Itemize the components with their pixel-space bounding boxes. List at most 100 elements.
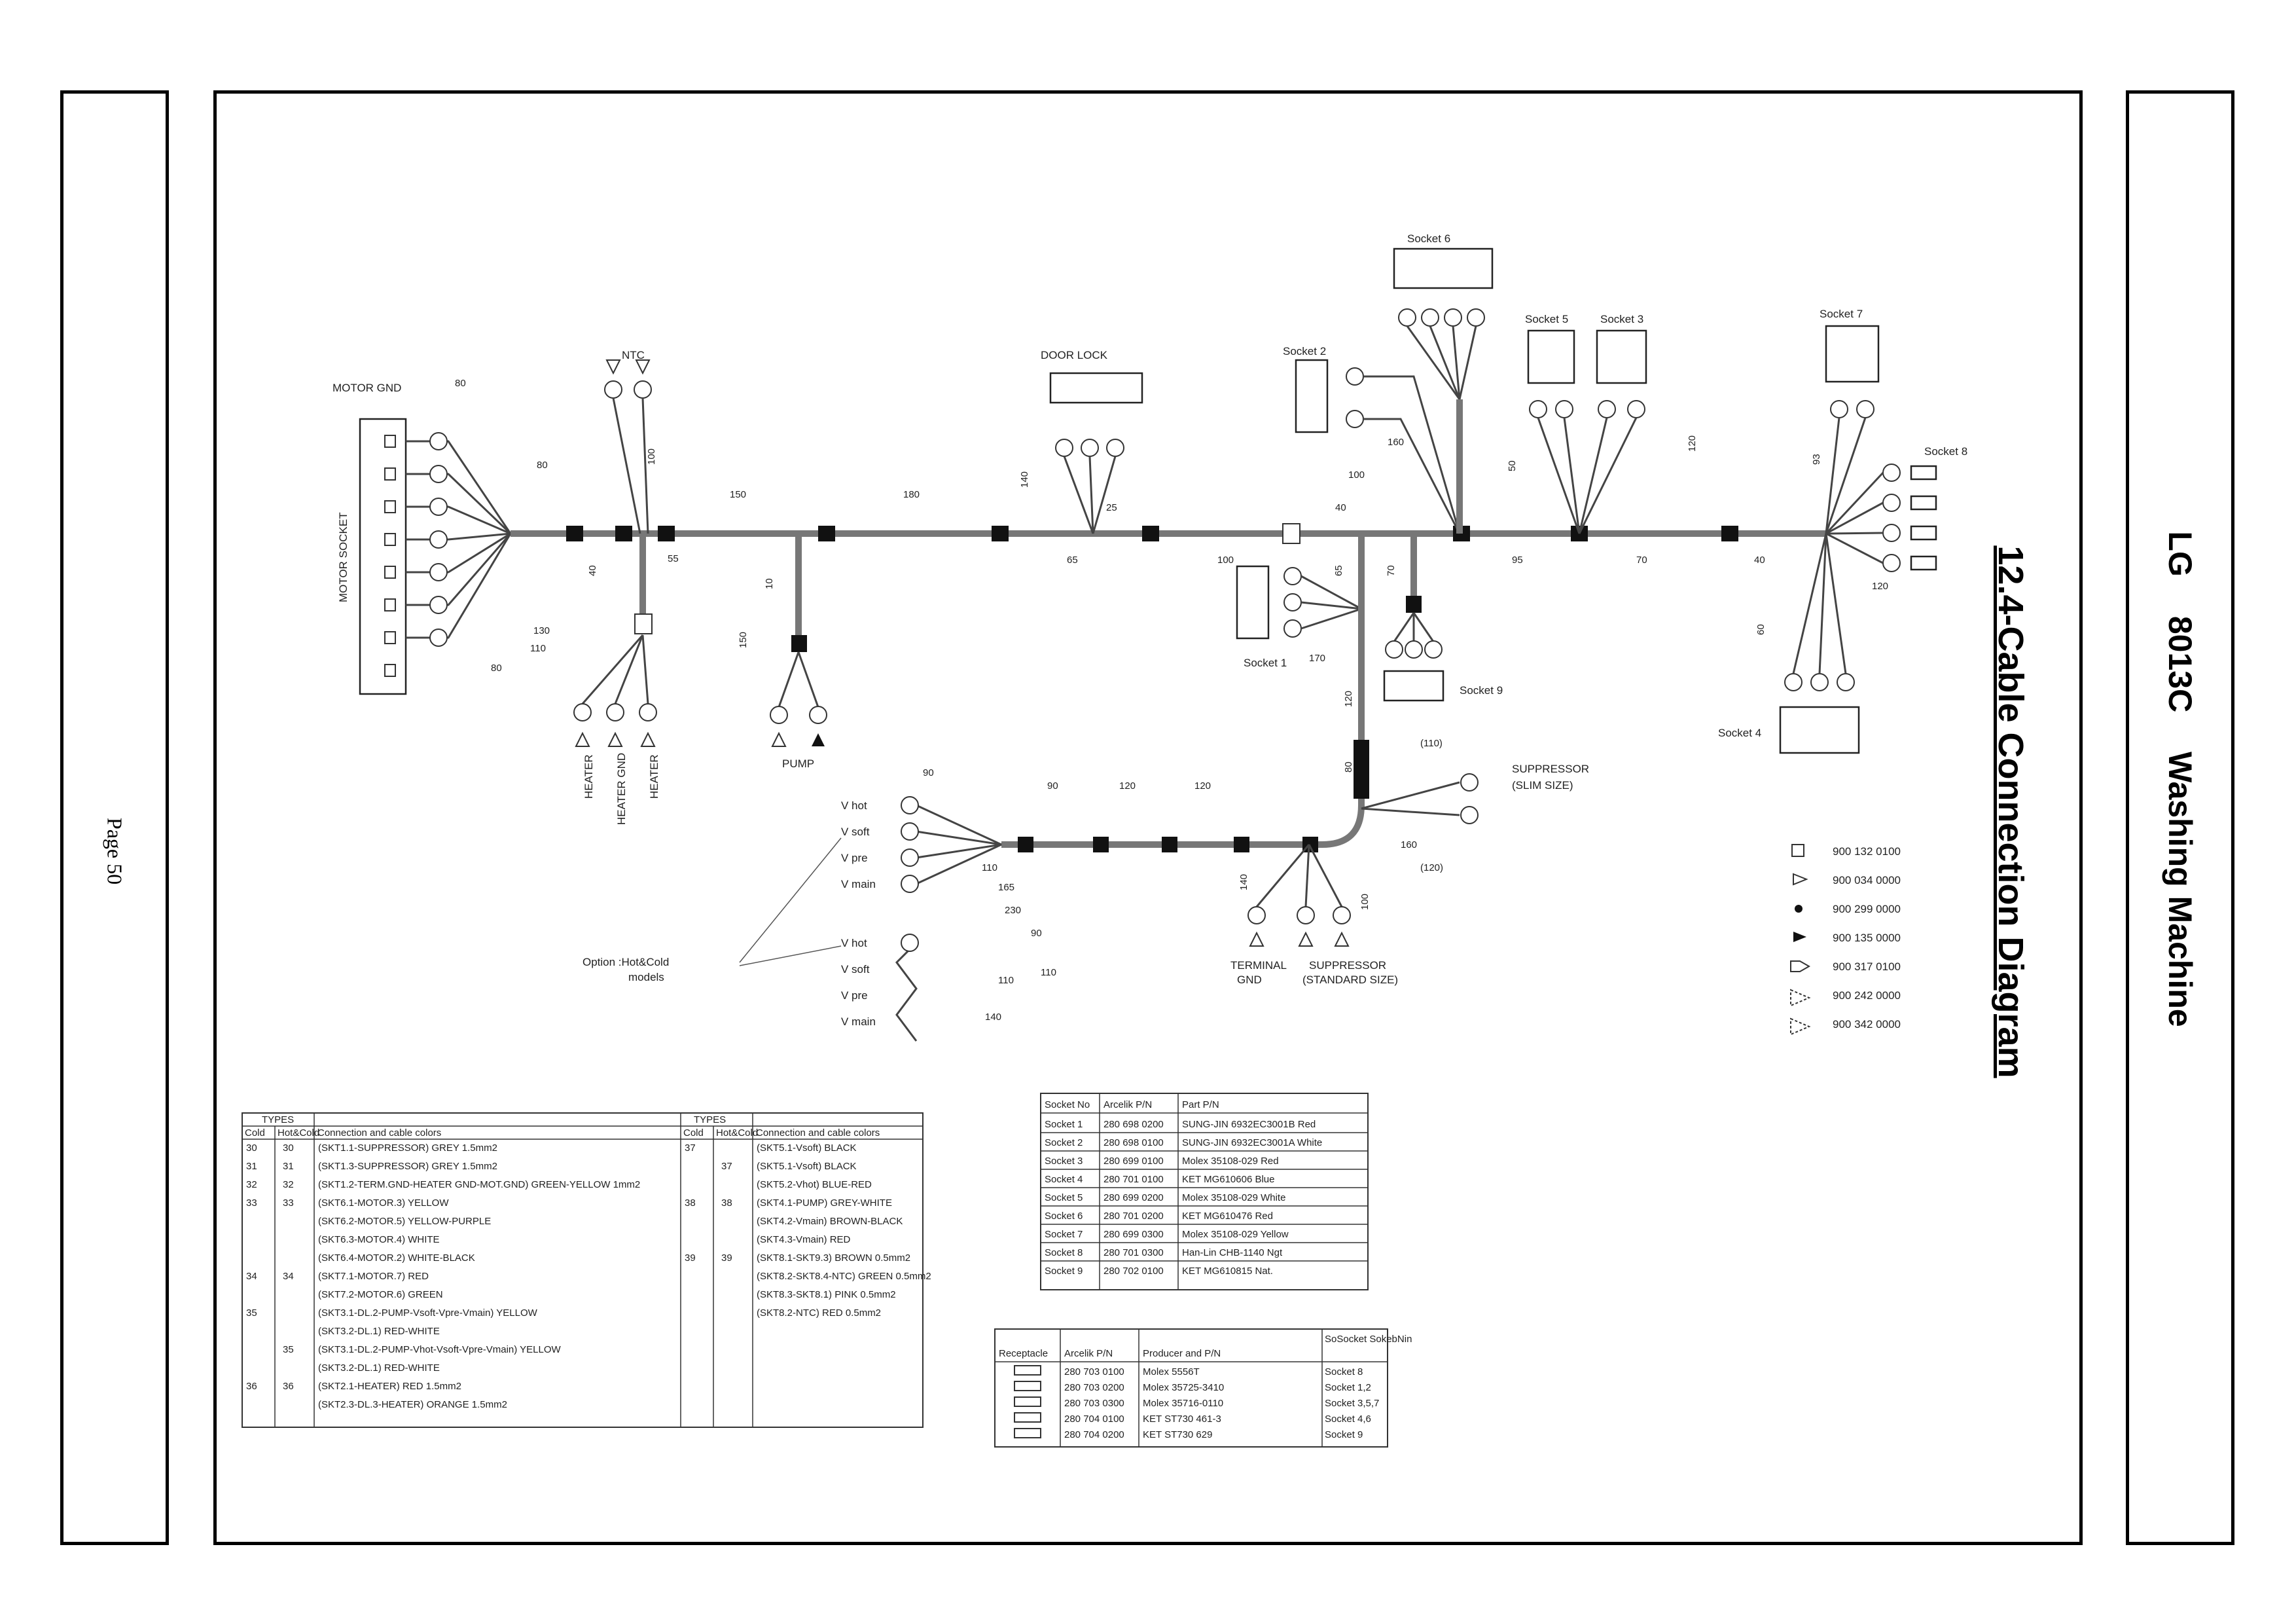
types-cell-cold: 33 (246, 1197, 257, 1209)
socket-cell-part: Molex 35108-029 White (1182, 1192, 1285, 1203)
dimension-labels: 80 80 100 150 180 140 25 65 100 40 100 1… (455, 378, 1888, 1023)
types-cell-connection: (SKT8.1-SKT9.3) BROWN 0.5mm2 (757, 1252, 910, 1264)
socket4-label: Socket 4 (1718, 727, 1761, 739)
motor-wire-markers (429, 432, 448, 647)
receptacle-table: Receptacle Arcelik P/N Producer and P/N … (994, 1328, 1412, 1448)
legend-square-icon (1791, 844, 1804, 857)
door-lock-label: DOOR LOCK (1041, 349, 1108, 361)
svg-text:SoSocket SokebNin: SoSocket SokebNin (1325, 1334, 1412, 1345)
receptacle-cell-producer: Molex 35725-3410 (1143, 1382, 1224, 1393)
receptacle-cell-producer: KET ST730 629 (1143, 1429, 1212, 1440)
socket-cell-arcelik: 280 701 0300 (1103, 1247, 1164, 1258)
receptacle-cell-socket: Socket 4,6 (1325, 1413, 1371, 1425)
heater-terminals (573, 703, 657, 747)
heater-label-2: HEATER (648, 754, 660, 799)
svg-text:100: 100 (1348, 469, 1365, 481)
socket8-label: Socket 8 (1924, 445, 1967, 458)
cable-schematic: MOTOR GND MOTOR SOCKET (242, 232, 1967, 1448)
socket-cell-no: Socket 1 (1045, 1119, 1083, 1130)
socket3 (1596, 329, 1647, 384)
brand-name: LG (2162, 531, 2198, 577)
socket-cell-part: SUNG-JIN 6932EC3001B Red (1182, 1119, 1316, 1130)
svg-text:90: 90 (1031, 928, 1042, 939)
svg-text:150: 150 (730, 489, 746, 500)
types-cell-connection: (SKT5.1-Vsoft) BLACK (757, 1161, 857, 1172)
svg-text:120: 120 (1687, 435, 1698, 452)
svg-text:TYPES: TYPES (694, 1114, 726, 1125)
svg-text:Part P/N: Part P/N (1182, 1099, 1219, 1110)
types-cell-connection: (SKT5.2-Vhot) BLUE-RED (757, 1179, 872, 1190)
terminal-gnd-label: TERMINAL (1230, 959, 1287, 972)
socket-table-rows: Socket 1 280 698 0200 SUNG-JIN 6932EC3001B… (1041, 1119, 1368, 1277)
svg-text:25: 25 (1106, 502, 1117, 513)
motor-socket-label: MOTOR SOCKET (337, 512, 350, 602)
types-cell-cold: 37 (685, 1142, 696, 1154)
types-cell-connection: (SKT3.2-DL.1) RED-WHITE (318, 1362, 440, 1374)
socket1 (1236, 565, 1270, 640)
socket-cell-arcelik: 280 699 0300 (1103, 1229, 1164, 1240)
socket-cell-no: Socket 6 (1045, 1211, 1083, 1222)
receptacle-cell-producer: KET ST730 461-3 (1143, 1413, 1221, 1425)
svg-text:140: 140 (1238, 874, 1249, 890)
types-cell-hotcold: 31 (283, 1161, 294, 1172)
types-cell-connection: (SKT4.1-PUMP) GREY-WHITE (757, 1197, 892, 1209)
svg-text:170: 170 (1309, 653, 1325, 664)
svg-text:Producer and P/N: Producer and P/N (1143, 1348, 1221, 1359)
svg-text:110: 110 (998, 975, 1014, 986)
svg-text:80: 80 (491, 663, 502, 674)
socket-cell-part: KET MG610476 Red (1182, 1211, 1273, 1222)
types-cell-connection: (SKT7.2-MOTOR.6) GREEN (318, 1289, 443, 1300)
legend-dot-icon (1795, 905, 1803, 913)
svg-text:120: 120 (1872, 581, 1888, 592)
svg-text:Arcelik P/N: Arcelik P/N (1103, 1099, 1152, 1110)
svg-text:100: 100 (1359, 894, 1371, 910)
socket3-label: Socket 3 (1600, 313, 1643, 325)
svg-text:120: 120 (1119, 780, 1136, 792)
svg-text:900 132 0100: 900 132 0100 (1833, 845, 1901, 858)
receptacle-cell-socket: Socket 9 (1325, 1429, 1363, 1440)
legend-dashed-triangle-2-icon (1790, 1017, 1811, 1036)
socket-cell-part: SUNG-JIN 6932EC3001A White (1182, 1137, 1322, 1148)
svg-text:140: 140 (1019, 471, 1030, 488)
svg-text:140: 140 (985, 1012, 1001, 1023)
valve-bottom-hot: V hot (841, 937, 867, 949)
svg-text:160: 160 (1401, 839, 1417, 850)
receptacle-crossed-icon (1014, 1381, 1041, 1391)
socket-cell-no: Socket 2 (1045, 1137, 1083, 1148)
socket9 (1383, 670, 1444, 702)
types-cell-cold: 30 (246, 1142, 257, 1154)
receptacle-cell-producer: Molex 5556T (1143, 1366, 1200, 1377)
svg-text:95: 95 (1512, 555, 1523, 566)
socket7-label: Socket 7 (1820, 308, 1863, 320)
svg-text:Arcelik P/N: Arcelik P/N (1064, 1348, 1113, 1359)
types-cell-connection: (SKT6.3-MOTOR.4) WHITE (318, 1234, 440, 1245)
types-cell-hotcold: 38 (721, 1197, 732, 1209)
svg-text:100: 100 (646, 448, 657, 465)
receptacle-cell-arcelik: 280 703 0300 (1064, 1398, 1124, 1409)
socket6 (1393, 247, 1494, 289)
types-cell-cold: 38 (685, 1197, 696, 1209)
types-cell-connection: (SKT1.2-TERM.GND-HEATER GND-MOT.GND) GRE… (318, 1179, 640, 1190)
receptacle-arrow-icon (1014, 1428, 1041, 1438)
socket-cell-no: Socket 4 (1045, 1174, 1083, 1185)
types-cell-cold: 31 (246, 1161, 257, 1172)
svg-text:65: 65 (1067, 555, 1078, 566)
svg-text:80: 80 (455, 378, 466, 389)
svg-text:Cold: Cold (245, 1127, 265, 1139)
types-cell-connection: (SKT3.2-DL.1) RED-WHITE (318, 1326, 440, 1337)
receptacle-flat-icon (1014, 1412, 1041, 1423)
receptacle-cell-socket: Socket 8 (1325, 1366, 1363, 1377)
svg-text:40: 40 (1754, 555, 1765, 566)
svg-text:65: 65 (1333, 565, 1344, 576)
types-cell-connection: (SKT5.1-Vsoft) BLACK (757, 1142, 857, 1154)
svg-text:900 242 0000: 900 242 0000 (1833, 989, 1901, 1002)
types-cell-connection: (SKT1.3-SUPPRESSOR) GREY 1.5mm2 (318, 1161, 497, 1172)
terminal-gnd-label-2: GND (1237, 974, 1262, 986)
socket-cell-arcelik: 280 698 0200 (1103, 1119, 1164, 1130)
socket5 (1527, 329, 1575, 384)
types-cell-connection: (SKT6.4-MOTOR.2) WHITE-BLACK (318, 1252, 475, 1264)
socket7 (1825, 325, 1880, 383)
diagram-title: 12.4-Cable Connection Diagram (1991, 545, 2030, 1078)
right-title-strip (2126, 90, 2234, 1545)
socket-cell-part: KET MG610606 Blue (1182, 1174, 1274, 1185)
